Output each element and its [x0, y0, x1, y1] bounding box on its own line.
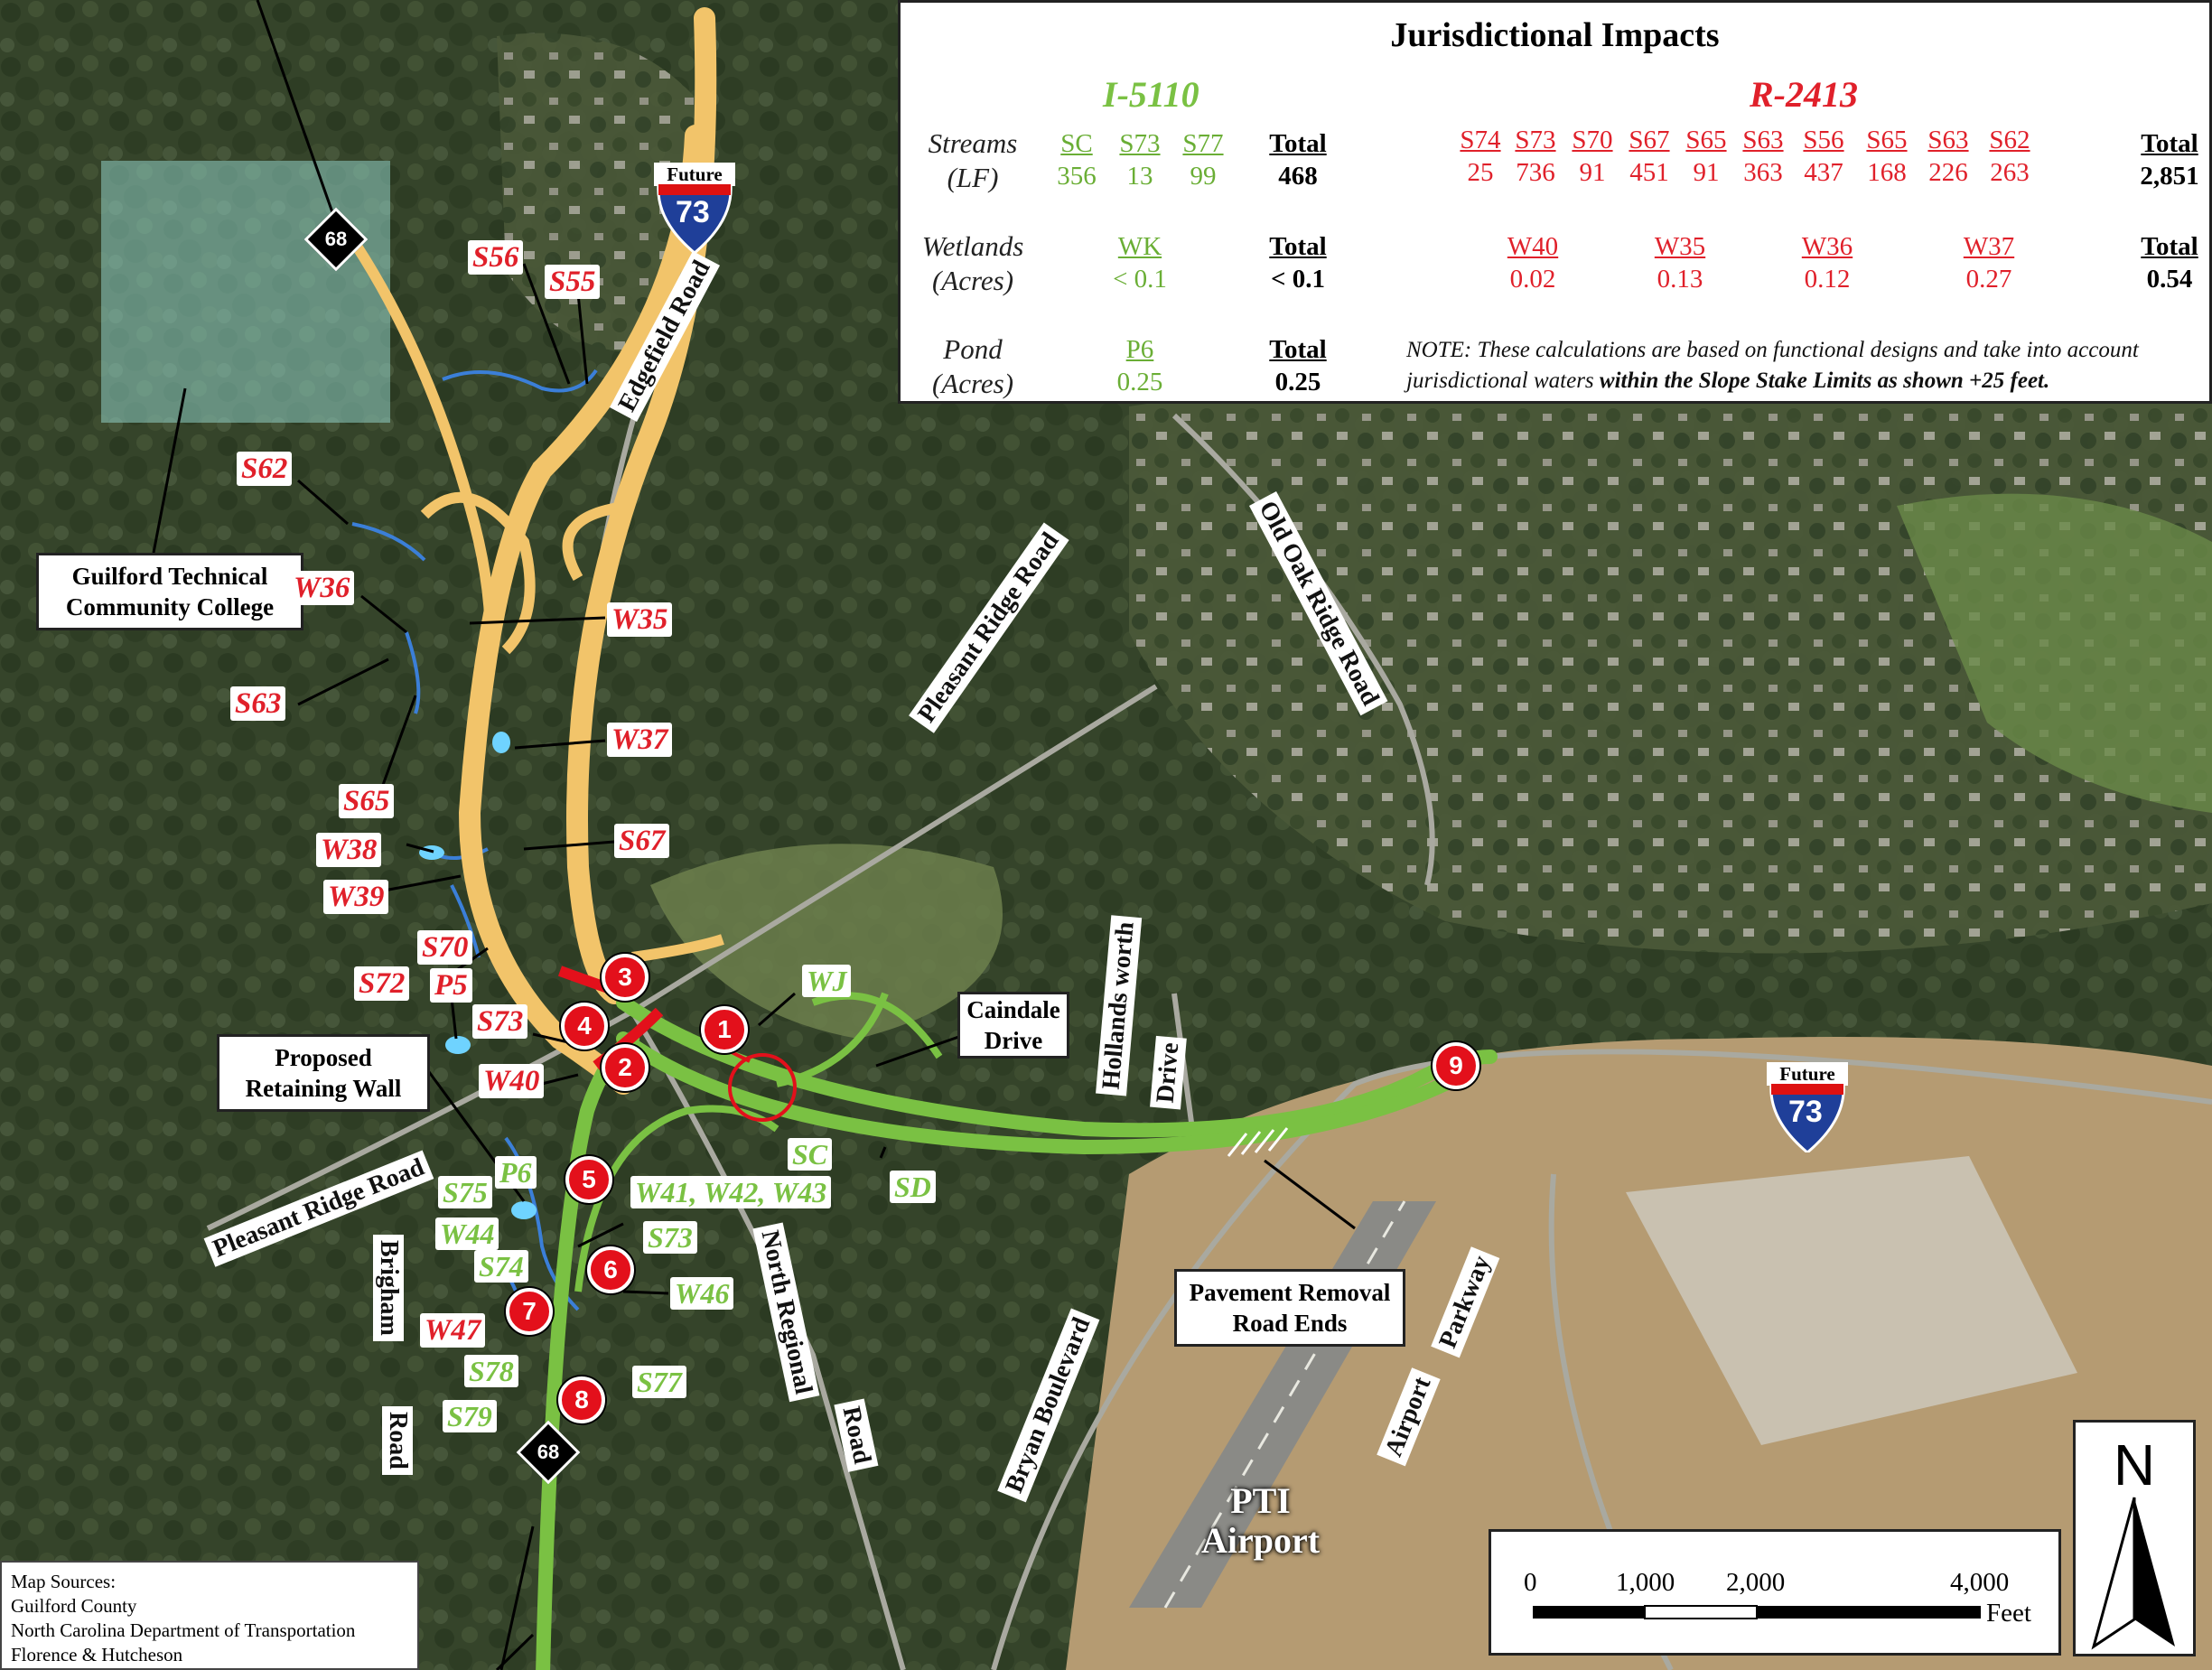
pond-unit: (Acres): [931, 368, 1014, 399]
label-w38: W38: [316, 833, 382, 867]
label-w39: W39: [323, 880, 389, 914]
label-s65: S65: [339, 784, 395, 818]
wetlands-label: Wetlands: [921, 230, 1024, 262]
label-s73-green: S73: [643, 1221, 697, 1254]
scale-unit: Feet: [1986, 1599, 2031, 1628]
scale-tick-1000: 1,000: [1616, 1568, 1675, 1597]
label-w44: W44: [435, 1218, 499, 1250]
label-s70: S70: [417, 930, 473, 965]
map-source-item: North Carolina Department of Transportat…: [11, 1619, 356, 1641]
green-wetland-cell: WK< 0.1: [1113, 232, 1167, 294]
impact-marker-6: 6: [587, 1246, 634, 1293]
label-w46: W46: [670, 1277, 734, 1310]
label-w35: W35: [607, 602, 673, 637]
streams-unit: (LF): [947, 162, 999, 193]
label-wj: WJ: [802, 965, 852, 997]
group-i5110-title: I-5110: [1103, 74, 1199, 115]
label-s67: S67: [614, 824, 670, 858]
label-w40: W40: [479, 1064, 545, 1098]
scale-bar: 0 1,000 2,000 4,000 Feet: [1489, 1529, 2061, 1656]
label-w36: W36: [289, 571, 355, 605]
label-w41-w42-w43: W41, W42, W43: [630, 1176, 832, 1208]
label-s75: S75: [438, 1176, 492, 1208]
road-label-brigham-2: Road: [382, 1406, 413, 1475]
map-source-item: Florence & Hutcheson: [11, 1644, 183, 1665]
scale-tick-2000: 2,000: [1726, 1568, 1786, 1597]
label-s55: S55: [545, 265, 601, 299]
label-s73: S73: [472, 1004, 528, 1039]
scale-tick-0: 0: [1524, 1568, 1537, 1597]
label-sc: SC: [788, 1138, 833, 1171]
north-arrow: N: [2073, 1420, 2196, 1656]
map-sources-box: Map Sources: Guilford County North Carol…: [0, 1561, 419, 1670]
label-sd: SD: [890, 1171, 936, 1203]
interstate-73-shield-icon: Future 73: [1767, 1062, 1848, 1152]
impact-marker-2: 2: [602, 1044, 649, 1091]
impact-marker-7: 7: [506, 1288, 553, 1335]
green-wetland-total: Total< 0.1: [1269, 232, 1327, 294]
label-w37: W37: [607, 723, 673, 757]
group-r2413-title: R-2413: [1750, 74, 1858, 115]
impact-marker-5: 5: [565, 1156, 612, 1203]
map-source-item: Guilford County: [11, 1595, 137, 1617]
label-s79: S79: [443, 1400, 497, 1432]
north-letter: N: [2113, 1432, 2156, 1497]
label-s63: S63: [230, 686, 286, 721]
impact-marker-9: 9: [1433, 1042, 1479, 1089]
impact-marker-3: 3: [602, 954, 649, 1001]
impact-marker-1: 1: [701, 1006, 748, 1053]
label-s77: S77: [632, 1366, 686, 1398]
label-p6: P6: [495, 1156, 537, 1189]
impact-marker-4: 4: [561, 1003, 608, 1050]
label-s62: S62: [237, 452, 293, 486]
label-s74: S74: [474, 1250, 528, 1283]
label-p5: P5: [430, 968, 472, 1003]
map-sources-title: Map Sources:: [11, 1571, 117, 1592]
jurisdictional-impacts-legend: Jurisdictional Impacts I-5110 R-2413 Str…: [898, 0, 2212, 404]
interstate-73-shield-icon: Future 73: [654, 163, 735, 253]
label-w47: W47: [420, 1313, 486, 1348]
label-s72: S72: [354, 966, 410, 1001]
label-s78: S78: [464, 1355, 518, 1387]
road-label-hollandsworth-2: Drive: [1150, 1035, 1187, 1110]
scale-tick-4000: 4,000: [1950, 1568, 2010, 1597]
streams-label: Streams: [928, 127, 1018, 159]
wetlands-unit: (Acres): [931, 265, 1014, 296]
impact-marker-8: 8: [558, 1376, 605, 1423]
north-arrow-icon: [2091, 1497, 2175, 1650]
legend-title: Jurisdictional Impacts: [1390, 16, 1720, 54]
label-s56: S56: [468, 240, 524, 275]
pond-label: Pond: [943, 333, 1003, 365]
legend-note: NOTE: These calculations are based on fu…: [1406, 338, 2139, 393]
road-label-brigham: Brigham: [373, 1235, 404, 1341]
